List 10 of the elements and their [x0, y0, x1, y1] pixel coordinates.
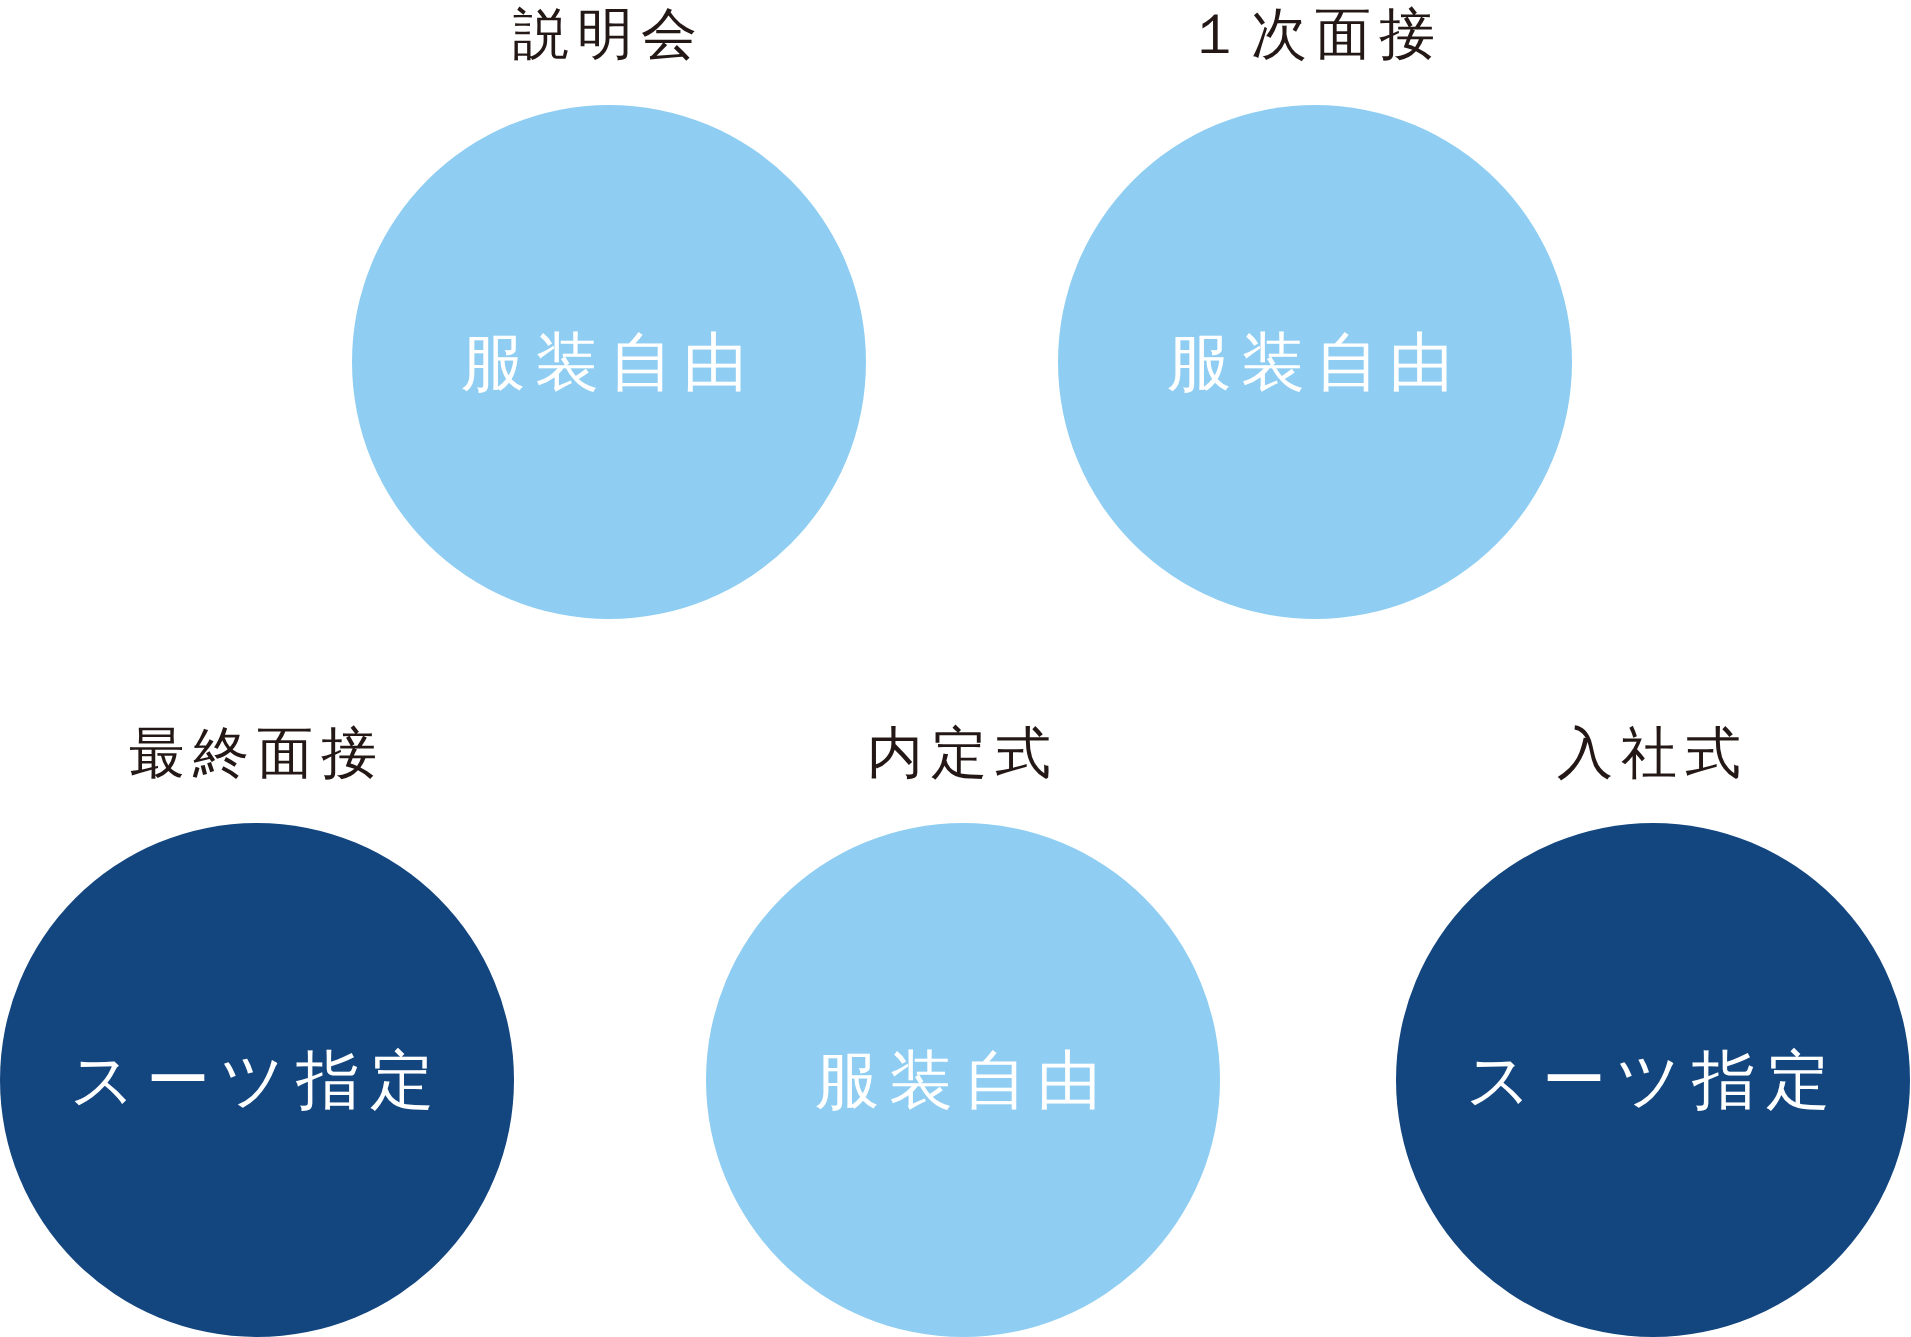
circle-label: 服装自由: [1167, 330, 1463, 394]
heading: 内定式: [867, 725, 1059, 781]
heading: 説明会: [513, 6, 705, 62]
heading: 最終面接: [129, 725, 385, 781]
circle-label: スーツ指定: [70, 1048, 444, 1112]
circle-label: 服装自由: [461, 330, 757, 394]
heading: １次面接: [1187, 6, 1443, 62]
heading: 入社式: [1557, 725, 1749, 781]
circle-label: スーツ指定: [1466, 1048, 1840, 1112]
circle-label: 服装自由: [815, 1048, 1111, 1112]
